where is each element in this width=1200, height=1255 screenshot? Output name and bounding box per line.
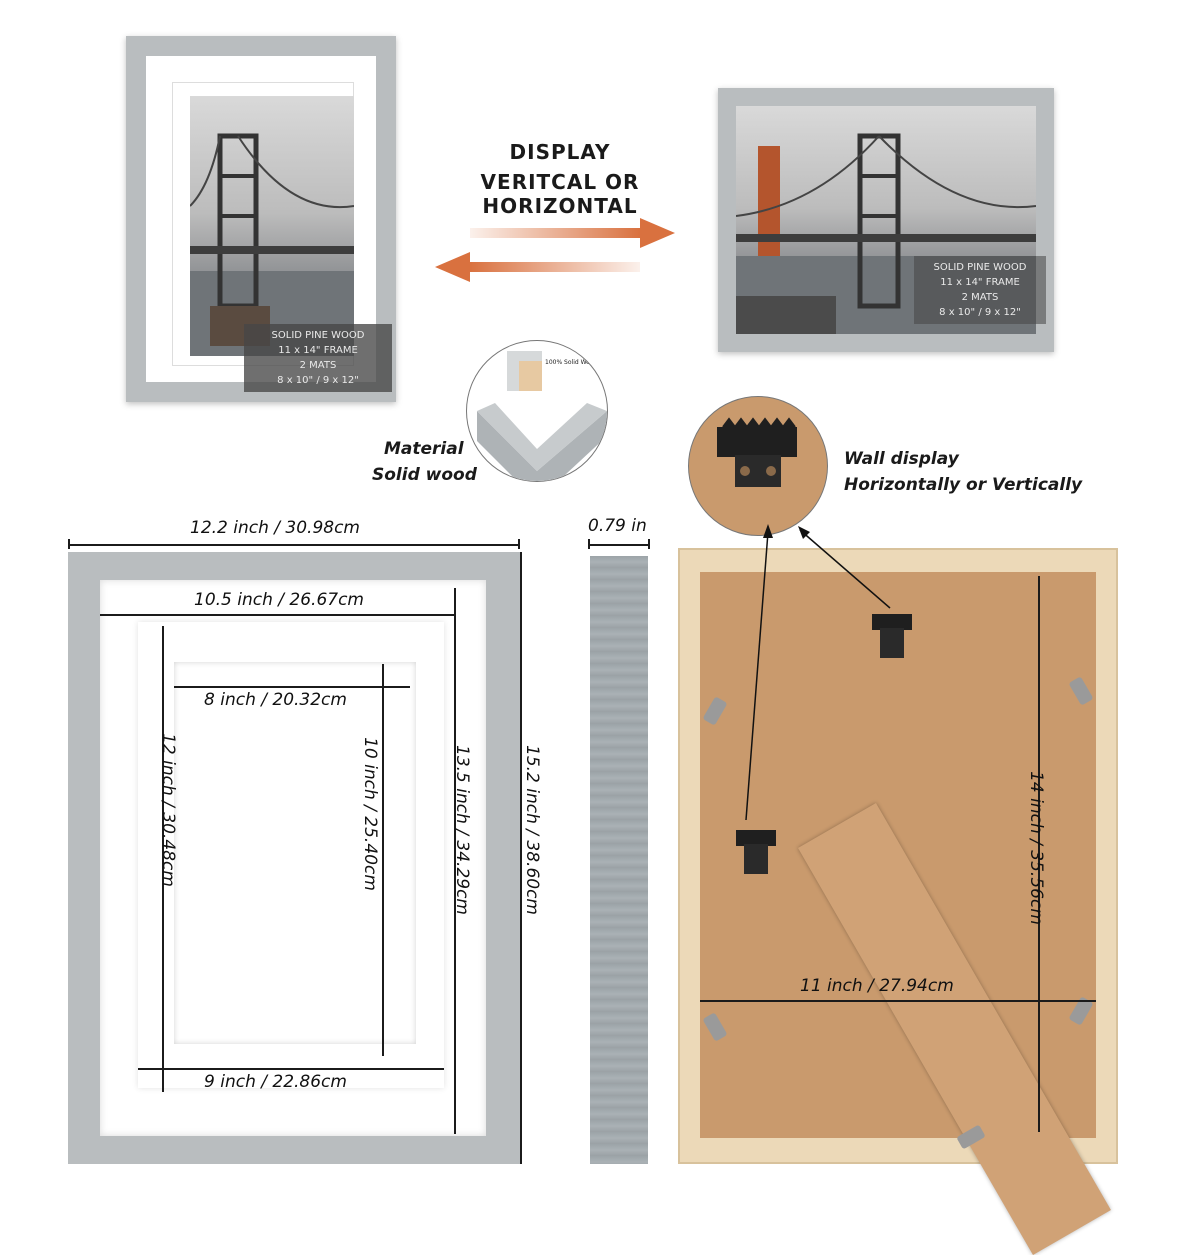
mat-outer-height-line <box>454 588 456 1134</box>
mat-outer-width-line <box>100 614 454 616</box>
spec-line-3: 2 MATS <box>299 360 337 371</box>
wood-corner-icon <box>477 351 607 481</box>
outer-mat: SOLID PINE WOOD 11 x 14" FRAME 2 MATS 8 … <box>146 56 392 392</box>
back-width-line <box>700 1000 1096 1002</box>
mat-outer-height-label: 13.5 inch / 34.29cm <box>452 745 472 915</box>
dimension-opening <box>174 662 416 1044</box>
pointer-lines <box>745 524 891 821</box>
material-caption-2: Solid wood <box>372 465 477 485</box>
top-hanger-icon <box>872 614 912 658</box>
side-hanger-icon <box>736 830 776 874</box>
hanger-circle <box>688 396 828 536</box>
spec-line-4: 8 x 10" / 9 x 12" <box>939 307 1021 318</box>
arrow-right-icon <box>470 218 675 248</box>
spec-label-horizontal: SOLID PINE WOOD 11 x 14" FRAME 2 MATS 8 … <box>914 256 1046 324</box>
display-subtitle: VERITCAL OR HORIZONTAL <box>480 170 640 218</box>
bridge-photo-vertical <box>190 96 354 356</box>
outer-height-line <box>520 552 522 1164</box>
sawtooth-hanger-icon <box>717 417 797 487</box>
dimension-frame <box>68 552 520 1164</box>
mat-middle-height-label: 12 inch / 30.48cm <box>158 733 178 887</box>
depth-label: 0.79 in <box>588 516 647 536</box>
spec-line-3: 2 MATS <box>961 292 999 303</box>
mat-outer-width-label: 10.5 inch / 26.67cm <box>194 590 364 610</box>
tick <box>518 539 520 549</box>
tick <box>648 539 650 549</box>
horizontal-frame: SOLID PINE WOOD 11 x 14" FRAME 2 MATS 8 … <box>718 88 1054 352</box>
depth-line <box>588 544 650 546</box>
outer-width-line <box>68 544 520 546</box>
outer-width-label: 12.2 inch / 30.98cm <box>190 518 360 538</box>
vertical-frame: SOLID PINE WOOD 11 x 14" FRAME 2 MATS 8 … <box>126 36 396 402</box>
wall-caption-1: Wall display <box>844 449 959 469</box>
material-caption-1: Material <box>384 439 464 459</box>
tick <box>68 539 70 549</box>
back-width-label: 11 inch / 27.94cm <box>800 976 954 996</box>
back-height-label: 14 inch / 35.56cm <box>1026 771 1046 925</box>
spec-line-2: 11 x 14" FRAME <box>940 277 1020 288</box>
solid-wood-tag: 100% Solid Wood <box>545 359 598 366</box>
wall-caption-2: Horizontally or Vertically <box>844 475 1083 495</box>
outer-height-label: 15.2 inch / 38.60cm <box>522 745 542 915</box>
spec-label-vertical: SOLID PINE WOOD 11 x 14" FRAME 2 MATS 8 … <box>244 324 392 392</box>
display-title: DISPLAY <box>509 140 611 164</box>
spec-line-4: 8 x 10" / 9 x 12" <box>277 375 359 386</box>
bridge-illustration <box>190 133 354 356</box>
back-height-line <box>1038 576 1040 1132</box>
spec-line-1: SOLID PINE WOOD <box>933 262 1027 273</box>
arrow-left-icon <box>435 252 640 282</box>
frame-side-profile <box>590 556 648 1164</box>
mat-middle-width-line <box>138 1068 444 1070</box>
mat-middle-width-label: 9 inch / 22.86cm <box>204 1072 347 1092</box>
orientation-arrows <box>435 218 675 282</box>
mat-middle-height-line <box>162 626 164 1092</box>
mat-inner-width-label: 8 inch / 20.32cm <box>204 690 347 710</box>
frame-back: 14 inch / 35.56cm 11 inch / 27.94cm <box>678 548 1118 1255</box>
spec-line-1: SOLID PINE WOOD <box>271 330 365 341</box>
spec-line-2: 11 x 14" FRAME <box>278 345 358 356</box>
mat-inner-height-line <box>382 664 384 1056</box>
material-corner-circle: 100% Solid Wood <box>466 340 608 482</box>
mat-inner-height-label: 10 inch / 25.40cm <box>360 737 380 891</box>
tick <box>588 539 590 549</box>
mat-inner-width-line <box>174 686 410 688</box>
